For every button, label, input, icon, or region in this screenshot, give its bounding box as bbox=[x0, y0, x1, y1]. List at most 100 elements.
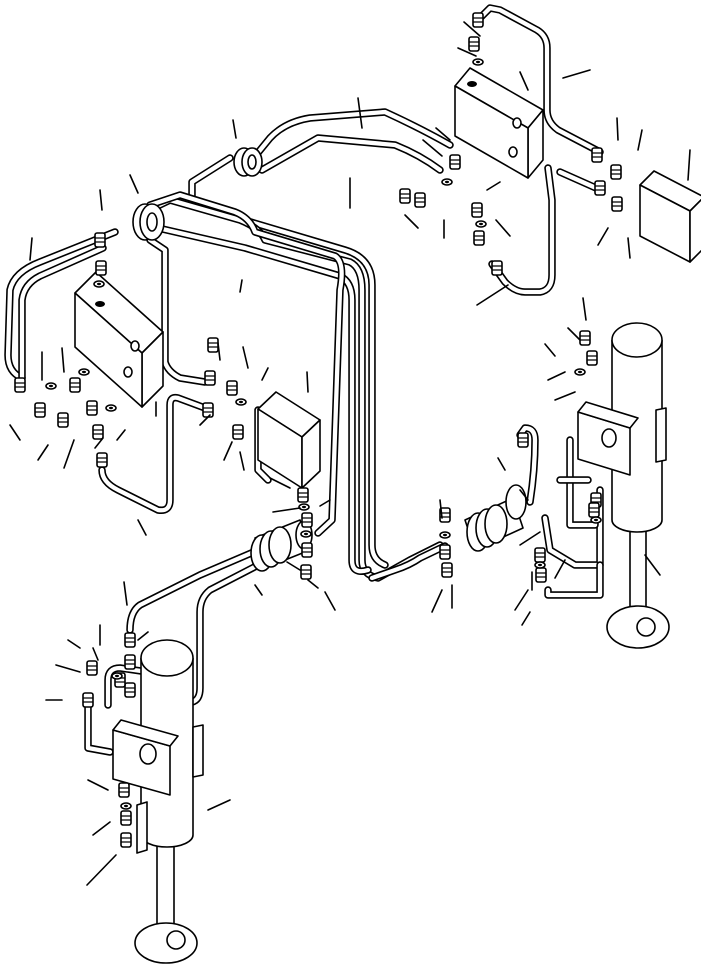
hydraulic-tube-11 bbox=[18, 244, 107, 382]
o-ring bbox=[439, 531, 451, 539]
hydraulic-tube-6 bbox=[188, 154, 389, 569]
hose-fitting bbox=[588, 502, 600, 518]
callout-leader-line bbox=[324, 591, 336, 611]
hydraulic-tube-9 bbox=[146, 191, 346, 537]
callout-leader-line bbox=[92, 821, 111, 836]
hydraulic-tube-17 bbox=[104, 664, 152, 709]
hose-fitting bbox=[610, 164, 622, 180]
callout-leader-line bbox=[435, 127, 451, 141]
hose-fitting bbox=[226, 380, 238, 396]
hydraulic-tube-20 bbox=[541, 486, 604, 569]
callout-leader-line bbox=[519, 71, 529, 91]
hose-fitting bbox=[301, 512, 313, 528]
hose-fitting bbox=[118, 782, 130, 798]
callout-leader-line bbox=[306, 371, 309, 393]
callout-leader-line bbox=[319, 499, 331, 507]
o-ring bbox=[534, 561, 546, 569]
hose-fitting bbox=[586, 350, 598, 366]
callout-leader-line bbox=[63, 439, 75, 469]
hose-fitting bbox=[594, 180, 606, 196]
callout-leader-line bbox=[61, 347, 65, 373]
hose-fitting bbox=[124, 682, 136, 698]
callout-leader-line bbox=[217, 342, 221, 361]
hose-fitting bbox=[232, 424, 244, 440]
o-ring bbox=[93, 280, 105, 288]
hose-fitting bbox=[297, 487, 309, 503]
hose-fitting bbox=[69, 377, 81, 393]
o-ring bbox=[475, 220, 487, 228]
hose-fitting bbox=[124, 654, 136, 670]
callout-leader-line bbox=[269, 477, 291, 489]
hose-fitting bbox=[491, 260, 503, 276]
o-ring bbox=[78, 368, 90, 376]
callout-leader-line bbox=[554, 391, 576, 401]
callout-leader-line bbox=[562, 69, 591, 79]
hose-fitting bbox=[535, 567, 547, 583]
callout-leader-line bbox=[519, 531, 541, 546]
callout-leader-line bbox=[627, 237, 631, 259]
callout-leader-line bbox=[9, 424, 21, 441]
callout-leader-line bbox=[514, 589, 529, 611]
hydraulic-tube-1 bbox=[476, 4, 604, 156]
hose-fitting bbox=[86, 400, 98, 416]
o-ring bbox=[45, 382, 57, 390]
valve-block-left bbox=[74, 271, 164, 408]
hydraulic-tube-13 bbox=[98, 393, 209, 515]
hydraulic-tube-19 bbox=[516, 424, 539, 506]
accumulator-box-center bbox=[257, 391, 321, 489]
callout-leader-line bbox=[87, 779, 109, 791]
hose-fitting bbox=[120, 810, 132, 826]
hydraulic-tube-24 bbox=[368, 542, 449, 582]
hydraulic-tube-12 bbox=[146, 236, 209, 386]
callout-leader-line bbox=[497, 457, 506, 471]
o-ring bbox=[105, 404, 117, 412]
swivel-joint-upper-left bbox=[132, 203, 165, 241]
hose-fitting bbox=[473, 230, 485, 246]
hydraulic-cylinder-left bbox=[112, 639, 204, 964]
hose-fitting bbox=[468, 36, 480, 52]
hose-fitting bbox=[14, 377, 26, 393]
callout-leader-line bbox=[86, 854, 117, 886]
callout-leader-line bbox=[99, 189, 103, 211]
hose-fitting bbox=[92, 424, 104, 440]
hydraulic-tube-15 bbox=[126, 541, 274, 634]
o-ring bbox=[120, 802, 132, 810]
hose-fitting bbox=[441, 562, 453, 578]
hydraulic-tube-7 bbox=[141, 196, 444, 582]
callout-leader-line bbox=[55, 664, 81, 673]
callout-leader-line bbox=[223, 441, 233, 461]
hose-fitting bbox=[82, 692, 94, 708]
callout-leader-line bbox=[94, 437, 104, 449]
swivel-joint-right bbox=[464, 484, 527, 552]
hose-fitting bbox=[94, 232, 106, 248]
callout-leader-line bbox=[422, 139, 443, 157]
hose-fitting bbox=[124, 632, 136, 648]
callout-leader-line bbox=[286, 561, 301, 571]
o-ring bbox=[441, 178, 453, 186]
hose-fitting bbox=[414, 192, 426, 208]
callout-leader-line bbox=[116, 429, 126, 441]
hydraulic-tube-2 bbox=[488, 164, 556, 296]
hose-fitting bbox=[86, 660, 98, 676]
pipe-network bbox=[4, 4, 604, 756]
hydraulic-cylinder-right bbox=[577, 322, 670, 649]
callout-leader-line bbox=[92, 647, 99, 661]
callout-leader-line bbox=[404, 214, 419, 229]
callout-leader-line bbox=[637, 129, 643, 151]
hydraulic-tube-3 bbox=[556, 168, 600, 192]
callout-leader-line bbox=[582, 297, 587, 321]
callout-leader-line bbox=[67, 639, 81, 649]
callout-leader-line bbox=[544, 343, 556, 357]
callout-leader-line bbox=[261, 367, 269, 381]
callout-leader-line bbox=[29, 237, 33, 261]
callout-leader-line bbox=[519, 489, 529, 501]
callout-leader-line bbox=[239, 451, 245, 471]
hose-fitting bbox=[399, 188, 411, 204]
hose-fitting bbox=[120, 832, 132, 848]
callout-leader-lines bbox=[9, 21, 691, 886]
callout-leader-line bbox=[687, 149, 691, 181]
hose-fitting bbox=[534, 547, 546, 563]
hose-fitting bbox=[204, 370, 216, 386]
callout-leader-line bbox=[239, 279, 243, 293]
hydraulic-tube-5 bbox=[258, 134, 444, 174]
